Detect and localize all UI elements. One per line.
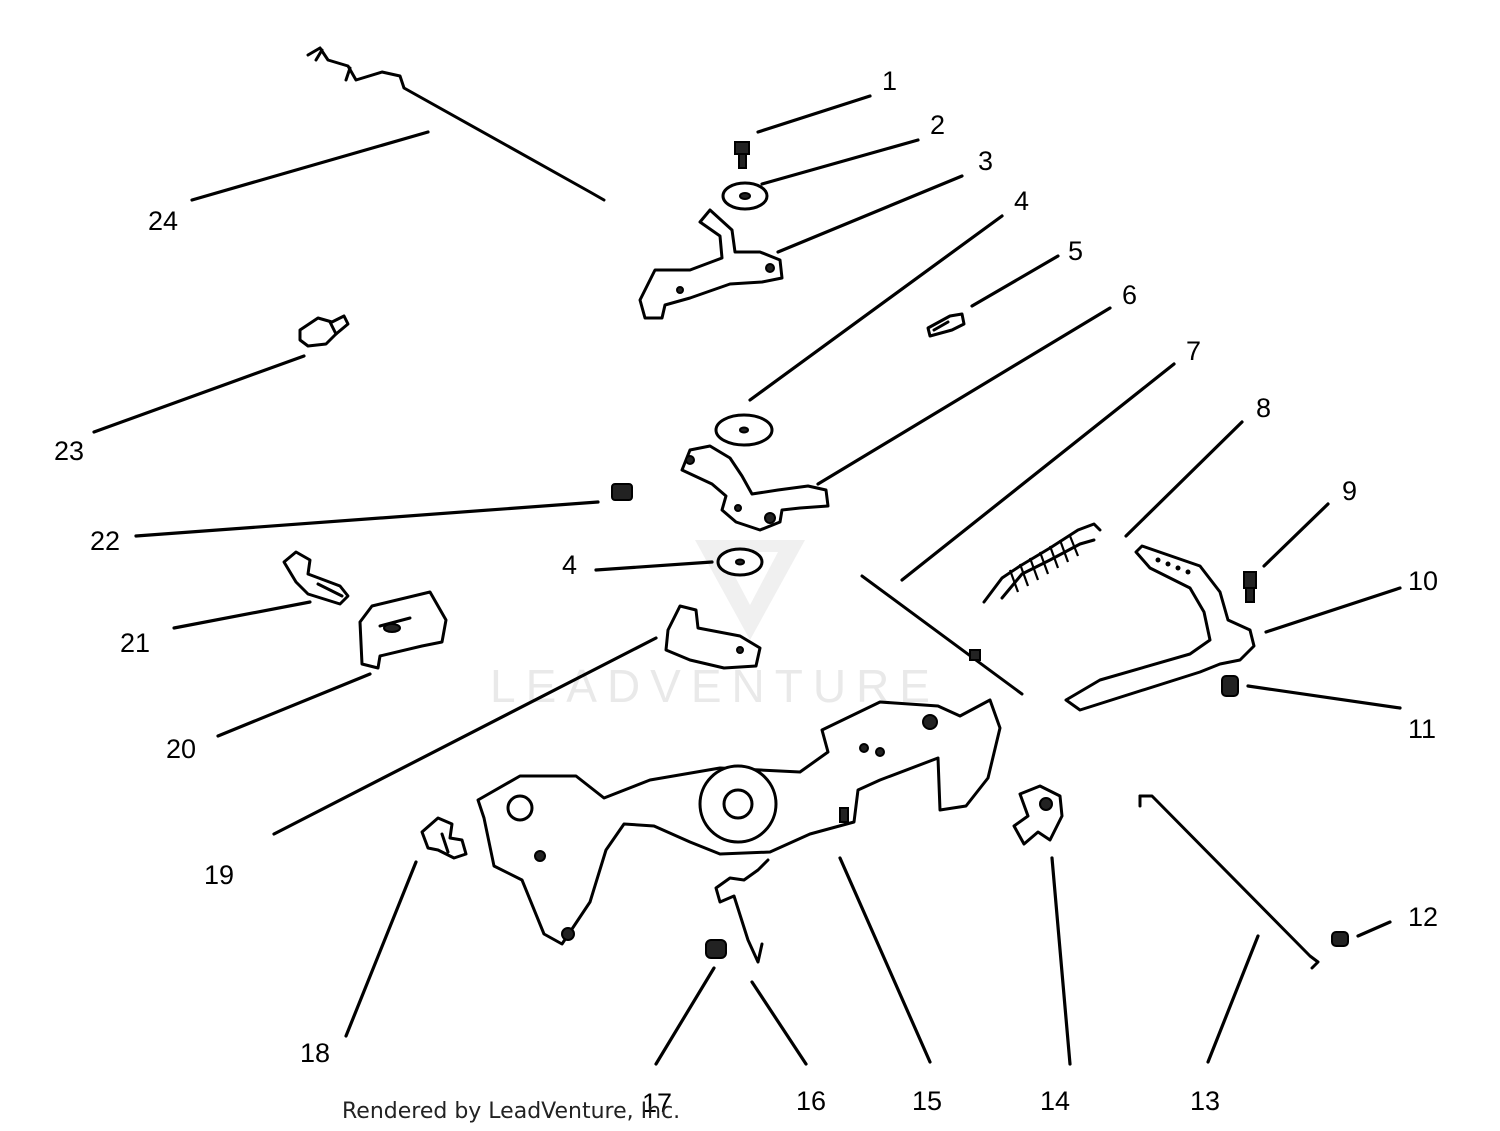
bolt-23 xyxy=(298,314,350,348)
leader-21 xyxy=(172,600,312,630)
washer-top xyxy=(721,181,769,211)
callout-14: 14 xyxy=(1040,1086,1070,1116)
leadventure-watermark: LEADVENTURE xyxy=(490,540,930,712)
cable-clamp xyxy=(1012,784,1064,846)
callout-labels: 1 2 3 4 5 6 7 8 9 10 11 12 13 14 15 16 1… xyxy=(54,66,1438,1118)
small-spring xyxy=(714,858,770,964)
callout-8: 8 xyxy=(1256,393,1271,423)
callout-19: 19 xyxy=(204,860,234,890)
nut-22 xyxy=(611,483,633,501)
callout-18: 18 xyxy=(300,1038,330,1068)
screw-top xyxy=(734,141,750,169)
leader-20 xyxy=(216,672,372,738)
callout-4a: 4 xyxy=(1014,186,1029,216)
callout-24: 24 xyxy=(148,206,178,236)
control-lever xyxy=(1064,544,1256,712)
governor-lever xyxy=(680,444,830,532)
leader-17 xyxy=(654,966,716,1066)
callout-2: 2 xyxy=(930,110,945,140)
leader-10 xyxy=(1264,586,1402,634)
leader-11 xyxy=(1246,684,1402,710)
screw-small xyxy=(926,312,966,338)
leader-lines xyxy=(92,94,1402,1066)
governor-spring xyxy=(982,522,1102,604)
leader-23 xyxy=(92,354,306,434)
leader-8 xyxy=(1124,420,1244,538)
washer-lower xyxy=(716,547,764,577)
choke-rod xyxy=(1138,794,1320,970)
nut-11 xyxy=(1221,675,1239,697)
leader-6 xyxy=(816,306,1112,486)
leader-15 xyxy=(838,856,932,1064)
bolt-21 xyxy=(282,550,350,606)
callout-5: 5 xyxy=(1068,236,1083,266)
leader-12 xyxy=(1356,920,1392,938)
leader-2 xyxy=(760,138,920,186)
credit-text: Rendered by LeadVenture, Inc. xyxy=(342,1099,680,1124)
leader-16 xyxy=(750,980,808,1066)
leader-3 xyxy=(776,174,964,254)
leader-13 xyxy=(1206,934,1260,1064)
callout-12: 12 xyxy=(1408,902,1438,932)
leader-4b xyxy=(594,560,714,572)
leader-4a xyxy=(748,214,1004,402)
bolt-18 xyxy=(420,816,468,860)
leader-14 xyxy=(1050,856,1072,1066)
callout-7: 7 xyxy=(1186,336,1201,366)
leader-18 xyxy=(344,860,418,1038)
throttle-lever xyxy=(638,208,784,320)
callout-15: 15 xyxy=(912,1086,942,1116)
callout-16: 16 xyxy=(796,1086,826,1116)
governor-link xyxy=(860,574,1024,696)
callout-4b: 4 xyxy=(562,550,577,580)
leader-9 xyxy=(1262,502,1330,568)
callout-17: 17 xyxy=(642,1088,672,1118)
nut-17 xyxy=(705,939,727,959)
leader-24 xyxy=(190,130,430,202)
bracket-19 xyxy=(664,604,762,670)
callout-21: 21 xyxy=(120,628,150,658)
control-bracket xyxy=(476,698,1002,946)
leader-1 xyxy=(756,94,872,134)
callout-13: 13 xyxy=(1190,1086,1220,1116)
callout-6: 6 xyxy=(1122,280,1137,310)
leader-7 xyxy=(900,362,1176,582)
nut-12 xyxy=(1331,931,1349,947)
callout-23: 23 xyxy=(54,436,84,466)
washer-upper xyxy=(714,413,774,447)
callout-1: 1 xyxy=(882,66,897,96)
callout-22: 22 xyxy=(90,526,120,556)
governor-rod xyxy=(306,46,606,202)
callout-10: 10 xyxy=(1408,566,1438,596)
bracket-20 xyxy=(358,590,448,670)
callout-20: 20 xyxy=(166,734,196,764)
leader-5 xyxy=(970,254,1060,308)
callout-9: 9 xyxy=(1342,476,1357,506)
leader-22 xyxy=(134,500,600,538)
leader-19 xyxy=(272,636,658,836)
callout-11: 11 xyxy=(1408,714,1436,744)
screw-9 xyxy=(1243,571,1257,603)
callout-3: 3 xyxy=(978,146,993,176)
